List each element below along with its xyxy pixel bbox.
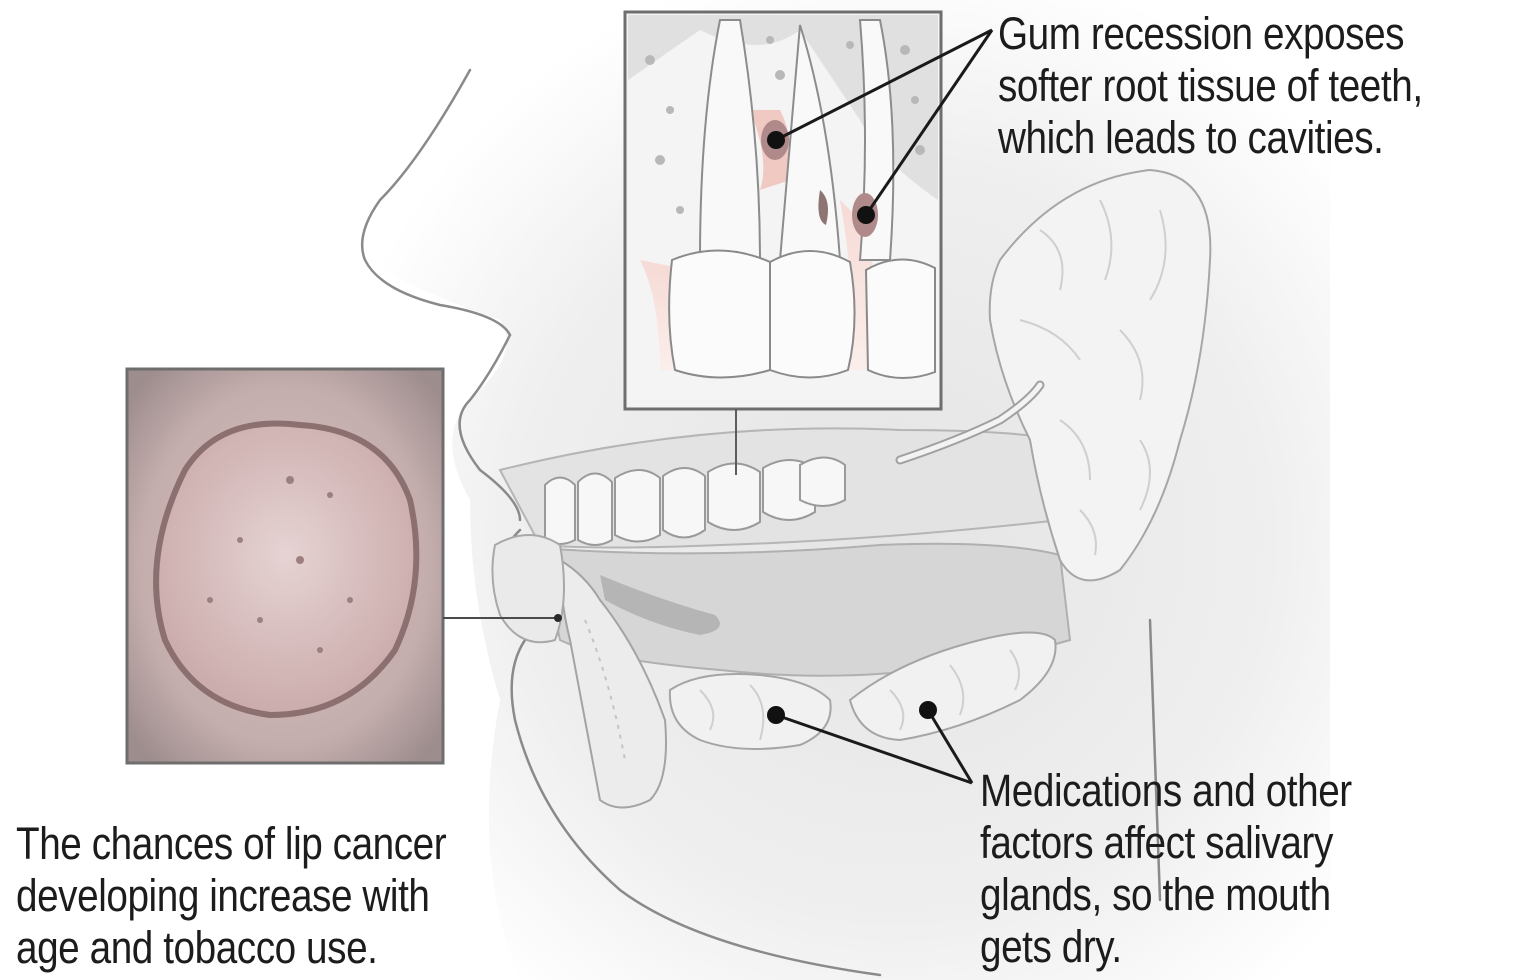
gum-recession-caption: Gum recession exposes softer root tissue… bbox=[998, 8, 1423, 164]
lip-cancer-caption: The chances of lip cancer developing inc… bbox=[16, 818, 446, 974]
caption-line: glands, so the mouth bbox=[980, 869, 1352, 921]
caption-line: factors affect salivary bbox=[980, 817, 1352, 869]
caption-line: which leads to cavities. bbox=[998, 112, 1423, 164]
caption-line: Gum recession exposes bbox=[998, 8, 1423, 60]
salivary-glands-caption: Medications and other factors affect sal… bbox=[980, 765, 1352, 973]
caption-line: Medications and other bbox=[980, 765, 1352, 817]
caption-line: The chances of lip cancer bbox=[16, 818, 446, 870]
caption-line: developing increase with bbox=[16, 870, 446, 922]
caption-line: gets dry. bbox=[980, 921, 1352, 973]
caption-line: softer root tissue of teeth, bbox=[998, 60, 1423, 112]
caption-line: age and tobacco use. bbox=[16, 922, 446, 974]
